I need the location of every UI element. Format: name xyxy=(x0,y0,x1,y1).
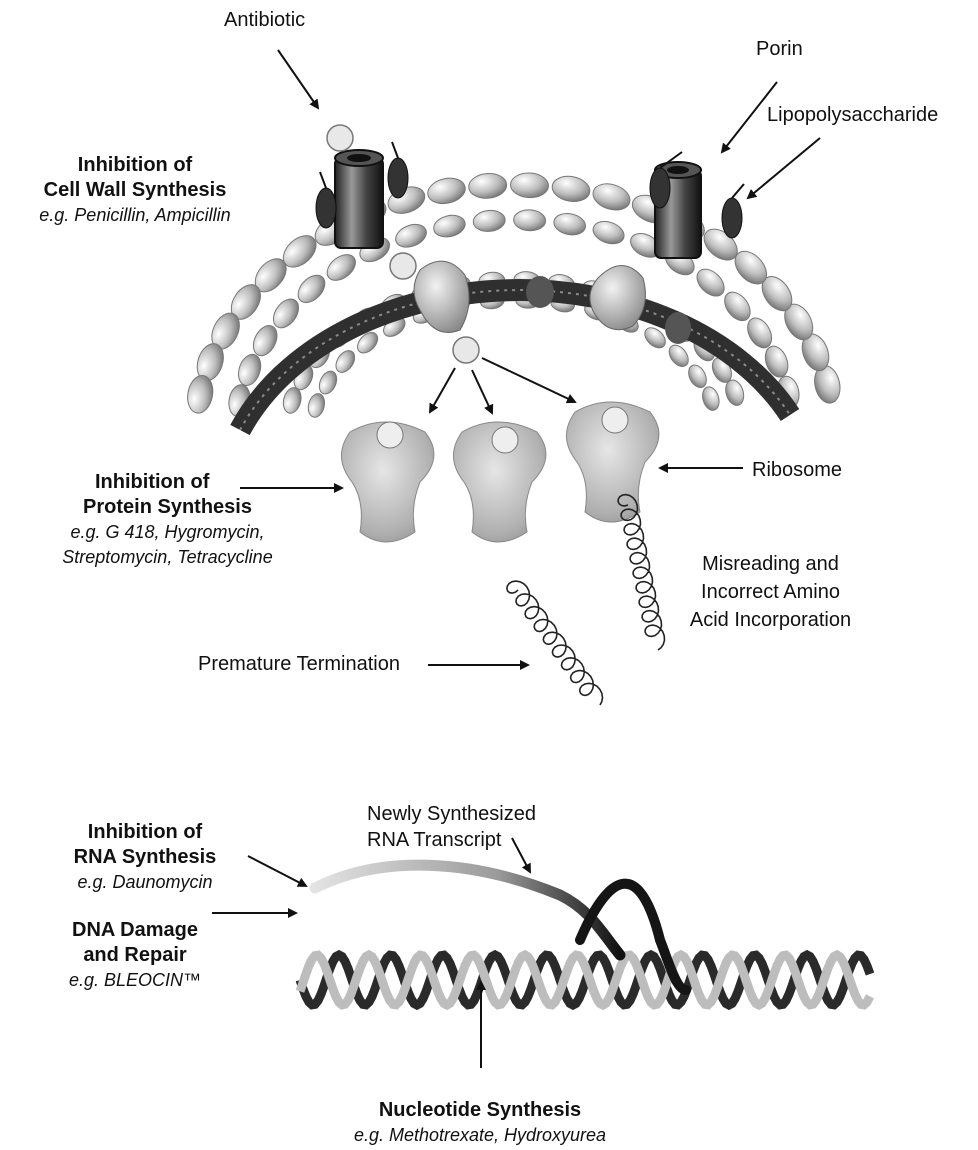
lipid-molecule xyxy=(510,172,549,198)
lipopolysaccharide-label: Lipopolysaccharide xyxy=(767,103,938,128)
cell-wall-mechanism: Inhibition of Cell Wall Synthesis e.g. P… xyxy=(28,153,242,228)
mechanism-examples: e.g. G 418, Hygromycin, xyxy=(45,520,290,545)
lipid-molecule xyxy=(552,211,587,238)
label-line: RNA Transcript xyxy=(367,827,536,853)
ribosome-label: Ribosome xyxy=(752,458,842,483)
mechanism-examples: e.g. Methotrexate, Hydroxyurea xyxy=(330,1123,630,1148)
lipid-molecule xyxy=(513,209,546,231)
mechanism-title: Cell Wall Synthesis xyxy=(28,178,242,203)
lipid-molecule xyxy=(550,173,592,204)
lipid-molecule xyxy=(249,322,282,360)
rna-transcript-loop xyxy=(580,884,686,990)
lipid-molecule xyxy=(685,362,710,390)
porin-label: Porin xyxy=(756,37,803,62)
protein-mechanism: Inhibition of Protein Synthesis e.g. G 4… xyxy=(45,470,290,570)
label-line: Newly Synthesized xyxy=(367,801,536,827)
mechanism-title: Inhibition of xyxy=(60,820,230,845)
truncated-peptide-chain xyxy=(507,581,603,705)
lipid-molecule xyxy=(306,392,327,419)
misreading-label: Misreading and Incorrect Amino Acid Inco… xyxy=(683,550,858,634)
mechanism-title: Protein Synthesis xyxy=(45,495,290,520)
ribosome xyxy=(341,422,433,542)
label-line: Incorrect Amino xyxy=(683,578,858,606)
ribosome xyxy=(566,402,658,522)
lipid-molecule xyxy=(392,220,429,251)
lipid-molecule xyxy=(692,264,729,301)
rna-transcript-label: Newly Synthesized RNA Transcript xyxy=(367,801,536,853)
lipid-molecule xyxy=(322,249,360,285)
ribosome xyxy=(453,422,545,542)
lipid-molecule xyxy=(425,175,467,207)
mechanism-examples: e.g. Daunomycin xyxy=(60,870,230,895)
dna-mechanism: DNA Damage and Repair e.g. BLEOCIN™ xyxy=(50,918,220,993)
lipid-molecule xyxy=(332,347,358,376)
lipid-molecule xyxy=(700,385,722,413)
lipid-molecule xyxy=(590,179,634,214)
lipid-molecule xyxy=(316,368,340,396)
lipid-molecule xyxy=(293,270,330,308)
mechanism-title: RNA Synthesis xyxy=(60,845,230,870)
mechanism-title: and Repair xyxy=(50,943,220,968)
mechanism-title: Inhibition of xyxy=(28,153,242,178)
mechanism-title: DNA Damage xyxy=(50,918,220,943)
lipid-molecule xyxy=(431,212,467,240)
mechanism-examples: e.g. BLEOCIN™ xyxy=(50,968,220,993)
premature-termination-label: Premature Termination xyxy=(198,652,400,677)
label-line: Misreading and xyxy=(683,550,858,578)
rna-transcript xyxy=(315,865,620,955)
label-line: Acid Incorporation xyxy=(683,606,858,634)
nucleotide-mechanism: Nucleotide Synthesis e.g. Methotrexate, … xyxy=(330,1098,630,1148)
membrane-protein-small xyxy=(526,276,554,308)
mechanism-title: Inhibition of xyxy=(45,470,290,495)
rna-mechanism: Inhibition of RNA Synthesis e.g. Daunomy… xyxy=(60,820,230,895)
lipid-molecule xyxy=(665,342,692,371)
membrane-protein-small xyxy=(665,312,691,344)
lipid-molecule xyxy=(472,209,506,233)
lipid-molecule xyxy=(468,172,508,200)
mechanism-examples: Streptomycin, Tetracycline xyxy=(45,545,290,570)
lipid-molecule xyxy=(590,217,627,247)
porin-left xyxy=(335,150,383,248)
antibiotic-label: Antibiotic xyxy=(224,8,305,33)
mechanism-examples: e.g. Penicillin, Ampicillin xyxy=(28,203,242,228)
mechanism-title: Nucleotide Synthesis xyxy=(330,1098,630,1123)
